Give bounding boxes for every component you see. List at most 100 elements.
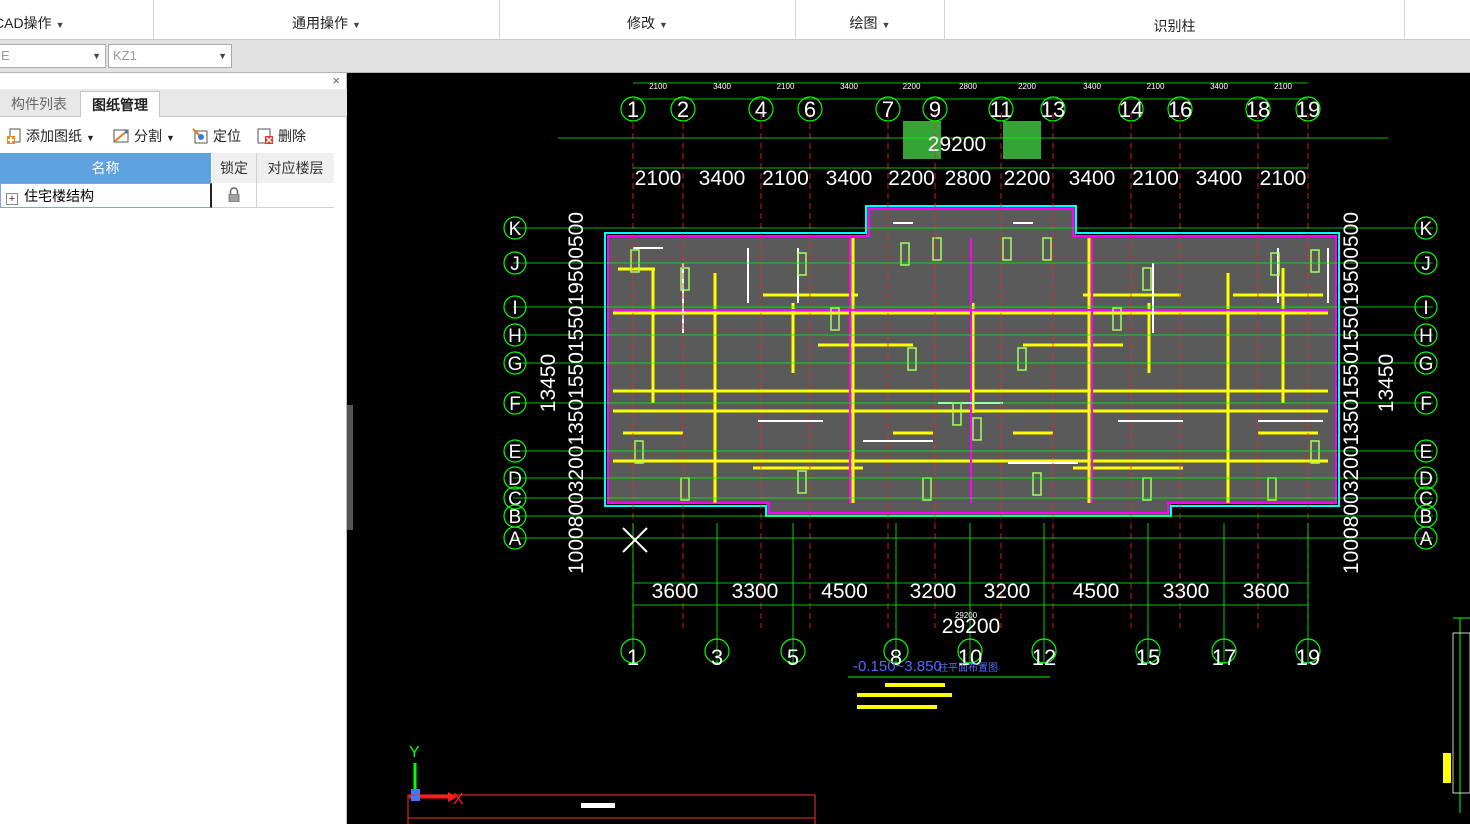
delete-icon (257, 128, 273, 144)
axis-label-side: B (1420, 507, 1433, 528)
axis-bubble (503, 526, 527, 550)
column-outline (900, 242, 910, 266)
floor-slab-south (766, 501, 1171, 515)
column-outline (630, 249, 640, 273)
axis-bubble (1414, 466, 1438, 490)
axis-label-side: F (1420, 394, 1432, 415)
dimension-total-vertical: 13450 (537, 354, 560, 412)
axis-label-bottom: 8 (890, 645, 902, 670)
axis-bubble (1040, 96, 1066, 122)
tab-component-list[interactable]: 构件列表 (11, 96, 67, 112)
dimension-label-small: 3400 (713, 82, 731, 91)
column-outline (1112, 307, 1122, 331)
axis-bubble (670, 96, 696, 122)
dropdown-arrow-icon: ▼ (352, 20, 361, 30)
dimension-label: 2100 (635, 167, 682, 190)
cad-drawing-canvas[interactable]: 2100 3400 2100 3400 2200 2800 2200 3400 2100 3400… (353, 73, 1470, 824)
dimension-label-small: 2200 (1018, 82, 1036, 91)
split-button[interactable]: 分割▼ (112, 125, 175, 147)
axis-label-bottom: 17 (1212, 645, 1236, 670)
component-name-combo[interactable]: KZ1 ▼ (108, 44, 232, 68)
axis-label-bottom: 3 (711, 645, 723, 670)
axis-bubble (883, 638, 909, 664)
column-header-name[interactable]: 名称 (0, 153, 212, 183)
dimension-label-small: 2100 (1147, 82, 1165, 91)
ribbon-group-cad-ops[interactable]: CAD操作▼ (0, 0, 154, 40)
panel-splitter[interactable] (347, 405, 353, 530)
column-outline (932, 237, 942, 261)
combo-value: E (1, 48, 10, 63)
ribbon-group-label: 绘图 (849, 15, 878, 31)
dimension-label: 3200 (910, 580, 957, 603)
dimension-total-small: 29200 (955, 611, 978, 620)
ribbon-group-draw[interactable]: 绘图▼ (796, 0, 945, 40)
axis-bubble (704, 638, 730, 664)
axis-label-top: 13 (1041, 97, 1065, 122)
axis-bubble (503, 486, 527, 510)
axis-label-top: 2 (677, 97, 689, 122)
close-icon[interactable]: × (332, 73, 340, 88)
dimension-label-small: 3400 (840, 82, 858, 91)
axis-label-top: 1 (627, 97, 639, 122)
ribbon-group-common-ops[interactable]: 通用操作▼ (154, 0, 500, 40)
delete-button[interactable]: 删除 (256, 125, 306, 147)
locate-button[interactable]: 定位 (191, 125, 241, 147)
dimension-label: 3400 (1196, 167, 1243, 190)
locate-label: 定位 (213, 128, 241, 144)
axis-label-layer: 2100 3400 2100 3400 2200 2800 2200 3400 2100 3400… (503, 82, 1438, 670)
ucs-icon: Y X (409, 744, 464, 808)
panel-tabs: 构件列表 图纸管理 (0, 89, 347, 117)
column-outline (830, 307, 840, 331)
dimension-label: 2200 (1004, 167, 1051, 190)
axis-label-side: J (1421, 254, 1431, 275)
dropdown-arrow-icon: ▼ (86, 133, 95, 143)
cad-drawing-svg: 2100 3400 2100 3400 2200 2800 2200 3400 2100 3400… (407, 82, 1470, 824)
locate-icon (192, 128, 208, 144)
cursor-crosshair (622, 527, 648, 553)
column-outline (907, 347, 917, 371)
axis-label-bottom: 15 (1136, 645, 1160, 670)
ribbon-group-modify[interactable]: 修改▼ (500, 0, 796, 40)
dimension-label: 4500 (821, 580, 868, 603)
lock-icon[interactable] (227, 187, 241, 203)
dimension-label: 3300 (732, 580, 779, 603)
column-outline (634, 440, 644, 464)
expand-icon[interactable]: + (6, 193, 18, 205)
component-type-combo[interactable]: E ▼ (0, 44, 106, 68)
axis-bubble (1135, 638, 1161, 664)
dimension-label-small: 3400 (1083, 82, 1101, 91)
tab-drawing-management[interactable]: 图纸管理 (80, 91, 160, 117)
ribbon-group-label: CAD操作 (0, 15, 52, 31)
panel-toolbar: 添加图纸▼ 分割▼ 定位 (0, 119, 347, 151)
axis-bubble (1118, 96, 1144, 122)
column-header-floor[interactable]: 对应楼层 (257, 153, 334, 183)
axis-bubble (922, 96, 948, 122)
axis-bubble (1414, 323, 1438, 347)
row-name-cell[interactable]: +住宅楼结构 (0, 183, 212, 208)
dimension-label-vertical: 1000800320013501550155019500500 (1340, 212, 1363, 574)
axis-label-side: A (509, 529, 522, 550)
add-drawing-button[interactable]: 添加图纸▼ (6, 125, 95, 147)
axis-label-side: A (1420, 529, 1433, 550)
axis-bubble (957, 638, 983, 664)
axis-label-top: 7 (882, 97, 894, 122)
axis-bubble (797, 96, 823, 122)
row-lock-cell[interactable] (212, 183, 257, 208)
dimension-label: 3200 (984, 580, 1031, 603)
axis-label-top: 4 (755, 97, 767, 122)
dimension-label-small: 2800 (959, 82, 977, 91)
axis-bubble (620, 638, 646, 664)
table-row[interactable]: +住宅楼结构 (0, 183, 334, 208)
row-floor-cell[interactable] (257, 183, 334, 208)
dimension-label-small: 2100 (649, 82, 667, 91)
axis-label-side: E (1420, 442, 1433, 463)
ribbon-group-identify-column[interactable]: 识别柱 (945, 0, 1405, 40)
axis-bubble (503, 323, 527, 347)
dropdown-arrow-icon: ▼ (55, 20, 65, 30)
column-header-lock[interactable]: 锁定 (212, 153, 257, 183)
dimension-label: 3400 (699, 167, 746, 190)
axis-bubble (503, 295, 527, 319)
dropdown-arrow-icon: ▼ (166, 133, 175, 143)
dimension-label: 4500 (1073, 580, 1120, 603)
axis-bubble (1295, 96, 1321, 122)
